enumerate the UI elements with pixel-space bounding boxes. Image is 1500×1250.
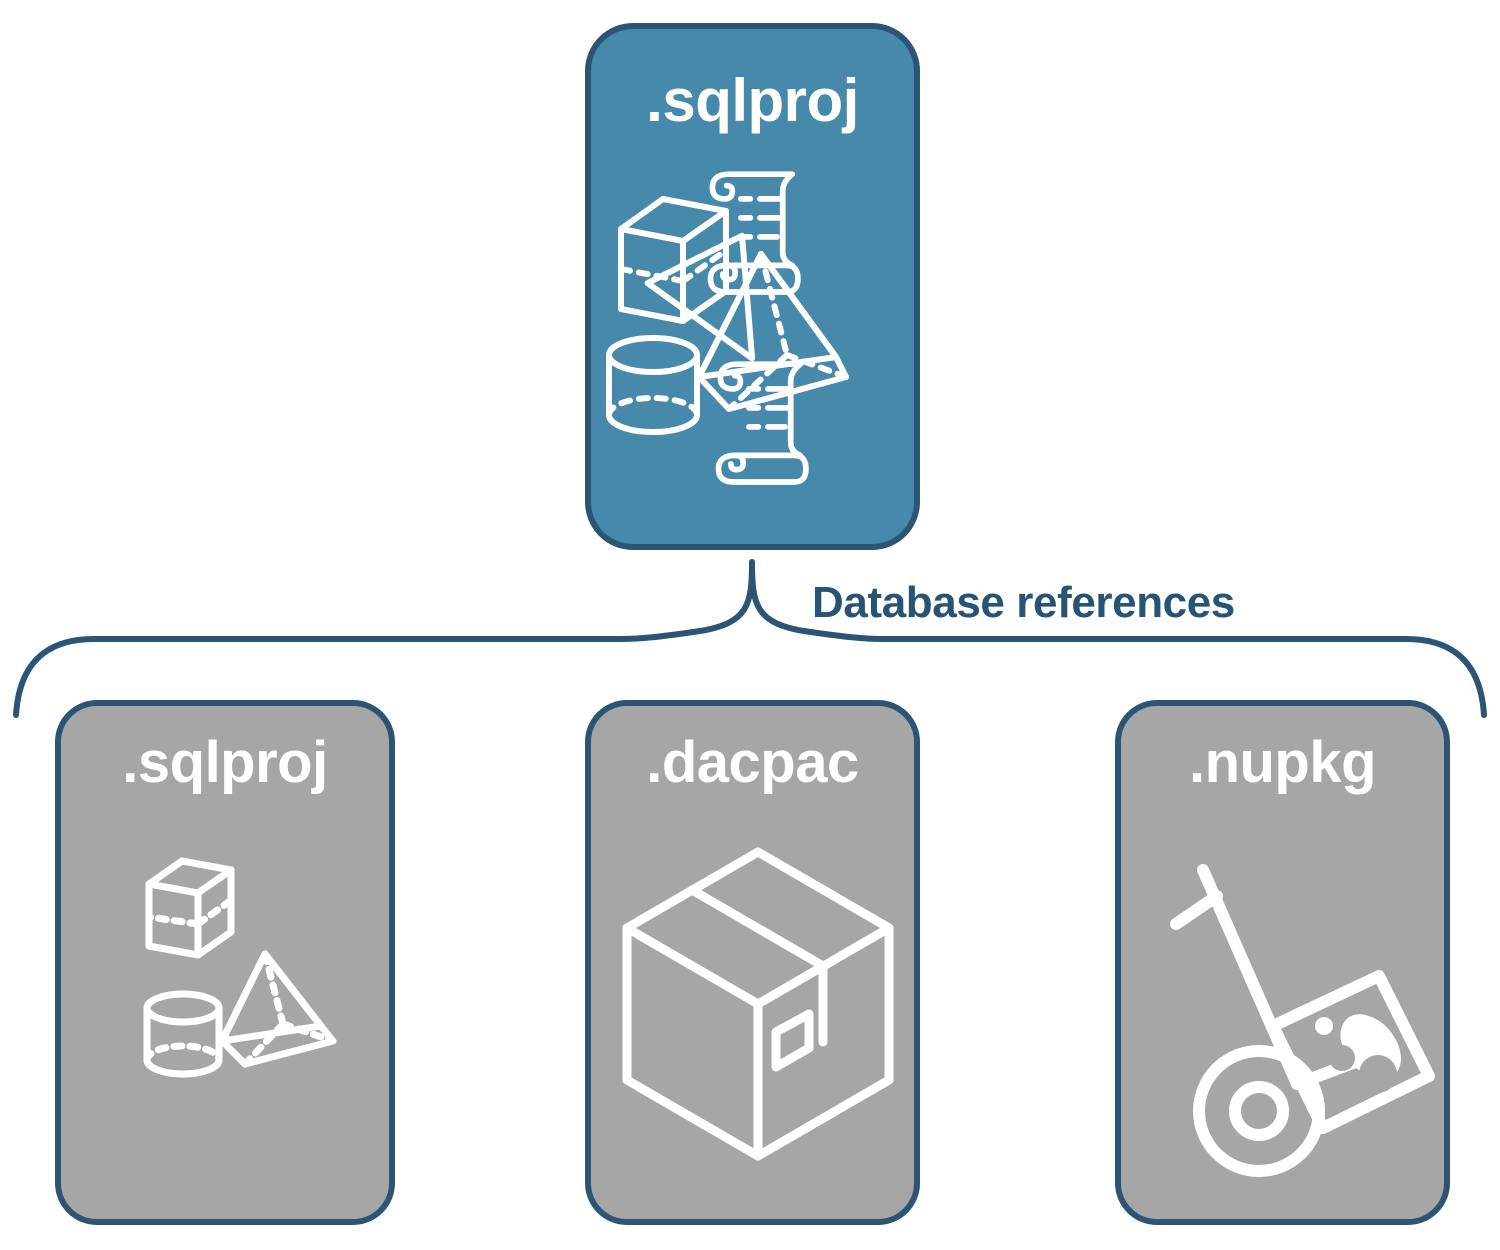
node-child-dacpac-icon-group — [591, 836, 914, 1216]
package-logo-icon — [1315, 1014, 1401, 1093]
node-child-sqlproj[interactable]: .sqlproj — [55, 700, 395, 1225]
node-child-nupkg[interactable]: .nupkg — [1115, 700, 1450, 1225]
wireframe-cube-icon — [145, 857, 235, 959]
connector-label: Database references — [812, 578, 1235, 627]
node-child-dacpac[interactable]: .dacpac — [585, 700, 920, 1225]
node-root-sqlproj[interactable]: .sqlproj — [585, 23, 920, 550]
node-root-icon-group — [591, 159, 926, 485]
wireframe-cylinder-icon — [606, 335, 700, 435]
wireframe-pyramid-icon — [644, 232, 849, 412]
wireframe-pyramid-icon — [218, 950, 337, 1068]
node-child-sqlproj-icon-group — [61, 836, 389, 1216]
node-child-dacpac-label: .dacpac — [646, 730, 859, 795]
node-child-nupkg-label: .nupkg — [1188, 730, 1377, 795]
node-child-sqlproj-label: .sqlproj — [122, 730, 328, 795]
shipping-box-icon — [622, 847, 894, 1161]
scroll-document-icon — [715, 361, 809, 485]
hand-truck-package-icon — [1170, 864, 1435, 1177]
node-child-nupkg-icon-group — [1121, 836, 1444, 1216]
wireframe-cylinder-icon — [143, 990, 223, 1078]
node-root-label: .sqlproj — [646, 67, 859, 134]
scroll-document-icon — [707, 171, 801, 295]
